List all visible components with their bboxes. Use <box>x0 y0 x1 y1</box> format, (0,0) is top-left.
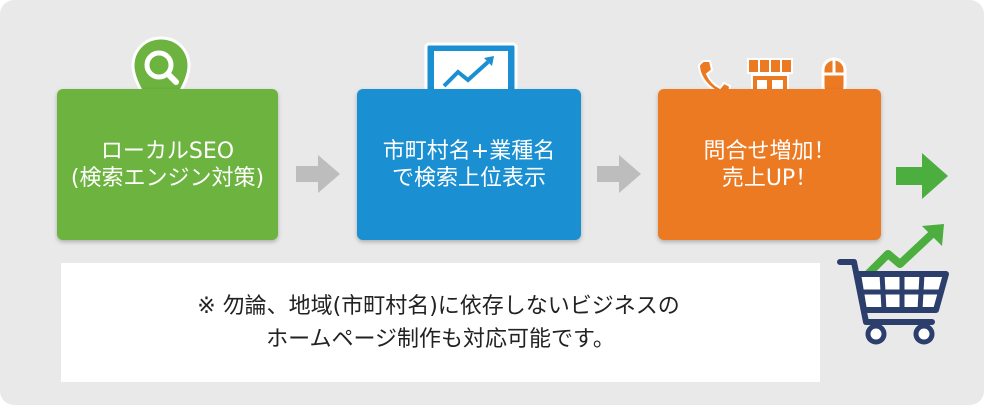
shopping-cart-growth-icon <box>837 224 949 345</box>
note-line-1: ※ 勿論、地域(市町村名)に依存しないビジネスの <box>197 293 680 319</box>
step-2-line-1: 市町村名+業種名 <box>382 138 556 164</box>
step-1-line-2: (検索エンジン対策) <box>70 165 265 191</box>
phone-icon <box>697 60 731 96</box>
arrow-right-green-icon <box>896 153 948 199</box>
step-box-sales-up: 問合せ増加！ 売上UP！ <box>658 89 881 240</box>
note-line-2: ホームページ制作も対応可能です。 <box>266 326 615 352</box>
arrow-right-icon <box>296 155 340 193</box>
step-3-line-1: 問合せ増加！ <box>703 138 836 164</box>
step-box-search-ranking: 市町村名+業種名 で検索上位表示 <box>357 89 581 240</box>
monitor-trend-icon <box>424 42 518 121</box>
arrow-right-icon <box>597 155 641 193</box>
step-box-local-seo: ローカルSEO (検索エンジン対策) <box>57 89 278 240</box>
shop-icon <box>747 58 793 101</box>
step-1-line-1: ローカルSEO <box>100 138 235 164</box>
step-2-line-2: で検索上位表示 <box>391 165 546 191</box>
step-3-line-2: 売上UP！ <box>721 165 818 191</box>
note-box: ※ 勿論、地域(市町村名)に依存しないビジネスの ホームページ制作も対応可能です… <box>61 263 820 382</box>
